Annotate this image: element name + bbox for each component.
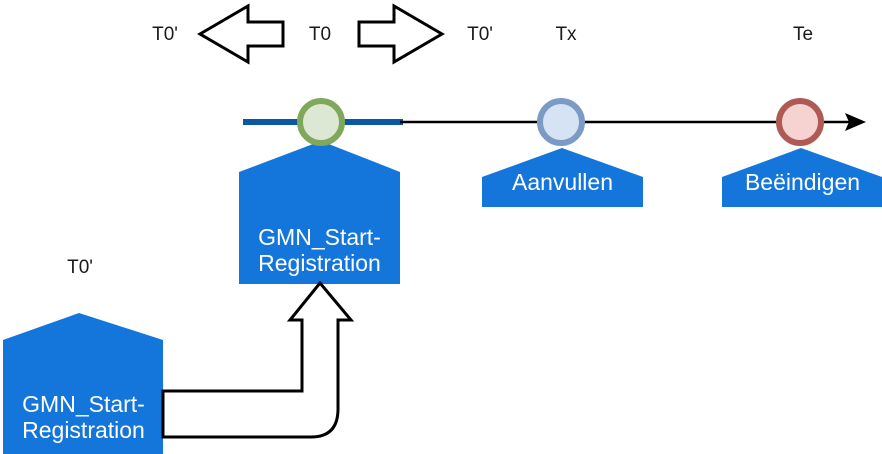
gmn-start-registration-t0-shape[interactable] xyxy=(239,141,400,284)
arrow-right-icon xyxy=(357,3,445,65)
label-tx: Tx xyxy=(555,24,577,45)
label-t0-prime-right: T0' xyxy=(467,24,493,45)
replacement-connector-arrow xyxy=(161,280,355,439)
amend-milestone-circle[interactable] xyxy=(537,98,585,146)
label-t0: T0 xyxy=(308,24,332,45)
gmn-start-registration-t0-prime-shape[interactable] xyxy=(3,313,163,454)
label-t0-prime-lower: T0' xyxy=(67,257,93,278)
beeindigen-shape[interactable] xyxy=(722,148,882,207)
label-t0-prime-left: T0' xyxy=(152,24,178,45)
timeline-arrowhead-icon xyxy=(845,113,866,131)
aanvullen-shape[interactable] xyxy=(482,148,643,207)
arrow-left-icon xyxy=(197,3,285,65)
label-te: Te xyxy=(792,24,814,45)
start-milestone-circle[interactable] xyxy=(297,98,345,146)
end-milestone-circle[interactable] xyxy=(776,98,824,146)
